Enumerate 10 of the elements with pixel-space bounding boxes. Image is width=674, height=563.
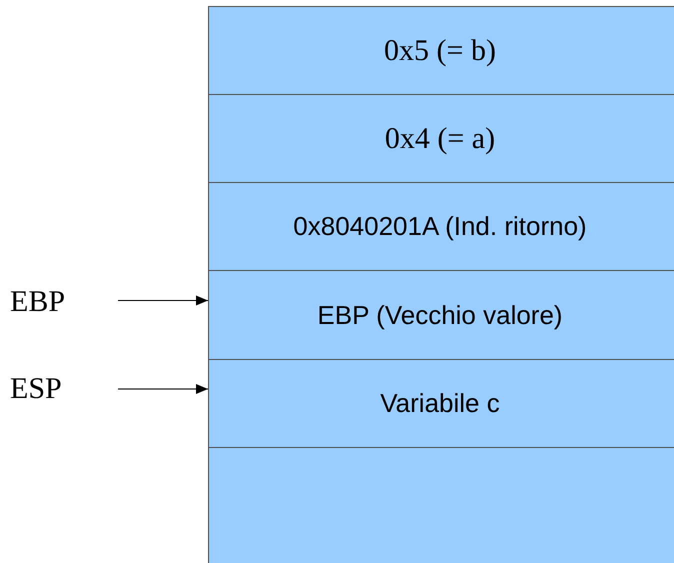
register-label: ESP [10,368,90,408]
stack-cell: Variabile c [208,359,674,448]
stack-cell: 0x4 (= a) [208,94,674,183]
stack-cell: 0x5 (= b) [208,6,674,95]
arrow [118,296,208,306]
stack-cell: 0x8040201A (Ind. ritorno) [208,182,674,271]
register-label: EBP [10,281,90,321]
arrow [118,384,208,394]
stack-cell: EBP (Vecchio valore) [208,270,674,360]
empty-stack-cell [208,447,674,563]
